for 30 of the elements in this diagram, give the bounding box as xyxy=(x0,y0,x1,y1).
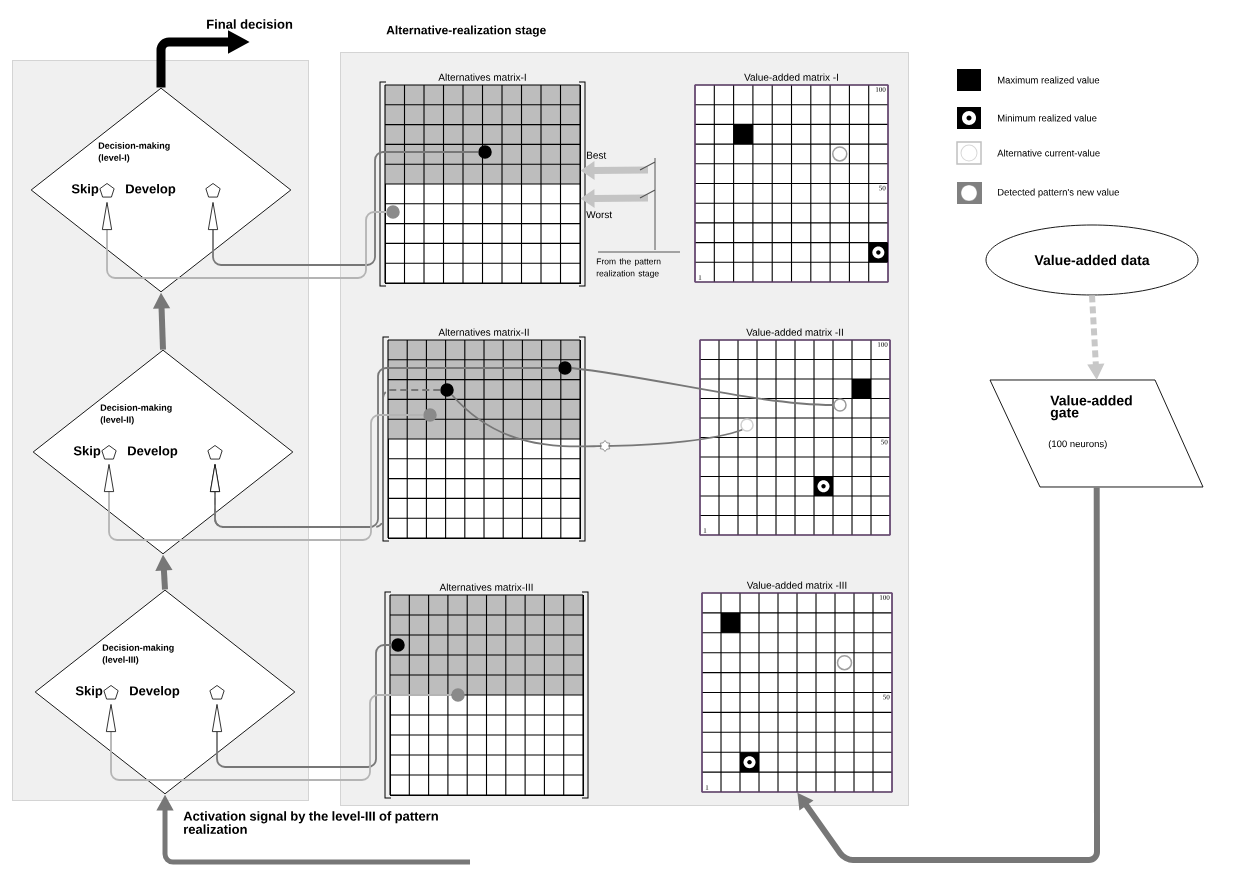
edge-label: Final decision xyxy=(207,19,293,29)
edge-label: Activation signal by the level-III of pattern realization xyxy=(183,811,438,834)
legend-text: Maximum realized value xyxy=(998,76,1100,84)
matrix-title: Alternatives matrix-III xyxy=(439,583,533,591)
connector xyxy=(101,202,388,279)
option-label: Skip xyxy=(71,183,99,197)
matrix-title: Alternatives matrix-II xyxy=(438,328,529,336)
option-label: Develop xyxy=(126,183,176,197)
gate-parallelogram: Value-added gate (100 neurons) xyxy=(989,379,1204,488)
legend-text: Minimum realized value xyxy=(998,114,1097,122)
option-label: Develop xyxy=(128,445,178,459)
arrow xyxy=(797,487,1100,863)
connector xyxy=(103,414,425,541)
matrix-title: Value-added matrix -III xyxy=(746,581,847,589)
legend-text: Detected pattern's new value xyxy=(998,188,1119,198)
matrix-title: Alternatives matrix-I xyxy=(438,73,526,81)
option-label: Skip xyxy=(75,685,103,699)
option-label: Develop xyxy=(130,685,180,699)
connector xyxy=(570,367,835,406)
connector xyxy=(211,644,393,768)
edge-label: Best xyxy=(587,151,607,159)
edge-label: Worst xyxy=(586,211,613,219)
connector xyxy=(105,694,453,781)
matrix-title: Value-added matrix -I xyxy=(744,73,838,81)
legend-text: Alternative current-value xyxy=(997,149,1100,157)
connector xyxy=(209,389,442,528)
panel-title: Alternative-realization stage xyxy=(386,25,546,37)
note-text: From the pattern realization stage xyxy=(596,258,661,279)
matrix-title: Value-added matrix -II xyxy=(746,328,843,336)
option-label: Skip xyxy=(73,445,101,459)
